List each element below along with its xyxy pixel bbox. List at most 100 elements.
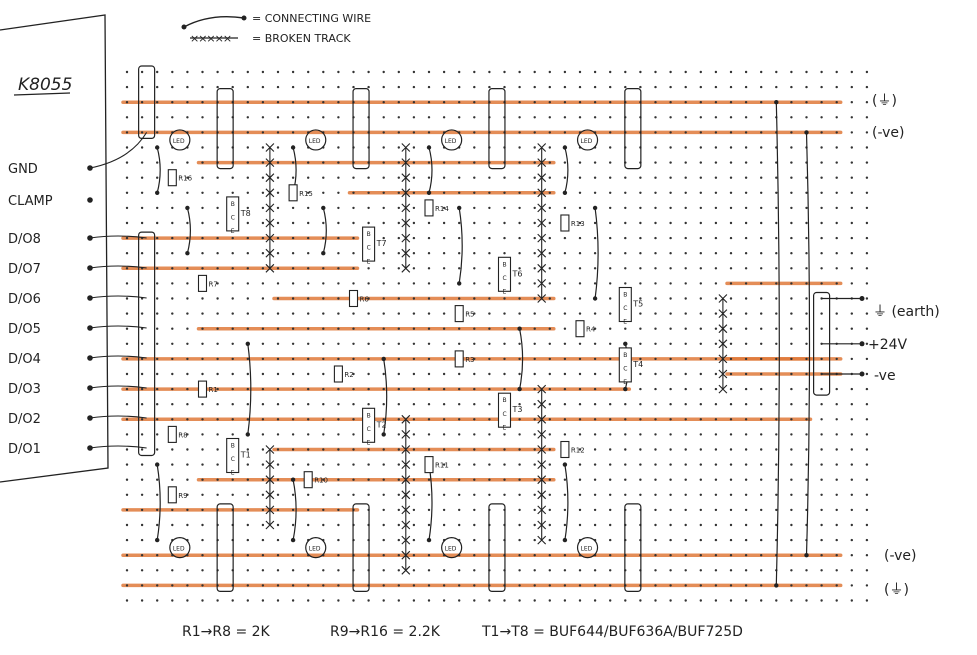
hole: [835, 493, 838, 496]
hole: [775, 85, 778, 89]
hole: [850, 146, 853, 149]
hole: [744, 70, 748, 74]
hole: [412, 236, 416, 240]
hole: [367, 206, 370, 210]
broken-track-cross: [401, 445, 411, 454]
transistor-body: [362, 226, 376, 262]
hole: [171, 387, 174, 391]
connector-wire: [89, 295, 147, 299]
hole: [518, 116, 521, 119]
hole: [669, 236, 672, 240]
hole: [563, 372, 567, 376]
hole: [533, 554, 536, 557]
hole: [820, 131, 823, 134]
hole: [533, 297, 536, 300]
hole: [820, 101, 823, 104]
hole: [593, 357, 597, 361]
hole: [744, 282, 748, 285]
hole: [412, 569, 416, 572]
led-label: LED: [581, 546, 593, 553]
hole: [458, 161, 461, 164]
hole: [216, 342, 219, 345]
hole: [261, 131, 265, 134]
hole: [563, 131, 567, 134]
hole: [805, 342, 808, 345]
hole: [714, 599, 718, 602]
hole: [593, 403, 597, 406]
hole: [865, 478, 869, 481]
hole: [518, 70, 521, 74]
hole: [654, 116, 657, 119]
wire-end-dot: [245, 341, 250, 346]
hole: [276, 493, 280, 496]
hole: [276, 357, 280, 361]
hole: [412, 463, 416, 466]
hole: [760, 478, 763, 481]
hole: [171, 372, 174, 376]
broken-track-cross: [537, 203, 547, 213]
hole: [654, 342, 657, 345]
hole: [171, 418, 174, 421]
hole: [669, 267, 672, 270]
hole: [699, 146, 702, 149]
hole: [729, 221, 733, 225]
hole: [397, 282, 400, 285]
hole: [533, 493, 536, 496]
hole: [412, 312, 416, 315]
hole: [820, 116, 823, 119]
hole: [714, 206, 718, 210]
hole: [367, 463, 370, 466]
hole: [518, 221, 521, 225]
hole: [578, 101, 582, 104]
hole: [201, 70, 204, 74]
hole: [140, 101, 144, 104]
hole: [729, 357, 733, 361]
hole: [548, 523, 551, 527]
hole: [684, 206, 687, 210]
hole: [835, 508, 838, 512]
hole: [140, 433, 144, 436]
hole: [563, 161, 567, 164]
hole: [790, 523, 793, 527]
hole: [125, 538, 129, 542]
hole: [291, 554, 295, 557]
hole: [775, 523, 778, 527]
hole: [140, 387, 144, 391]
hole: [699, 312, 702, 315]
broken-track-cross: [537, 460, 547, 469]
hole: [775, 403, 778, 406]
hole: [684, 116, 687, 119]
hole: [397, 448, 400, 451]
hole: [503, 70, 506, 74]
hole: [337, 312, 340, 315]
hole: [609, 131, 612, 134]
wire-end-dot: [290, 145, 296, 150]
hole: [307, 116, 310, 119]
hole: [865, 221, 869, 225]
hole: [865, 161, 869, 164]
hole: [382, 236, 385, 240]
hole: [714, 267, 718, 270]
hole: [654, 70, 657, 74]
hole: [216, 282, 219, 285]
hole: [548, 85, 551, 89]
hole: [156, 267, 159, 270]
wire-end-dot: [517, 386, 522, 392]
hole: [865, 191, 869, 194]
hole: [458, 70, 461, 74]
hole: [397, 463, 400, 466]
hole: [654, 252, 657, 255]
hole: [835, 584, 838, 587]
hole: [261, 161, 265, 164]
hole: [125, 418, 129, 421]
hole: [246, 252, 249, 255]
hole: [307, 433, 310, 436]
transistor-pin-label: C: [623, 305, 627, 312]
hole: [307, 191, 310, 194]
hole: [563, 297, 567, 300]
hole: [775, 161, 778, 164]
hole: [729, 252, 733, 255]
broken-track-cross: [537, 445, 547, 454]
hole: [639, 267, 642, 270]
hole: [412, 584, 416, 587]
